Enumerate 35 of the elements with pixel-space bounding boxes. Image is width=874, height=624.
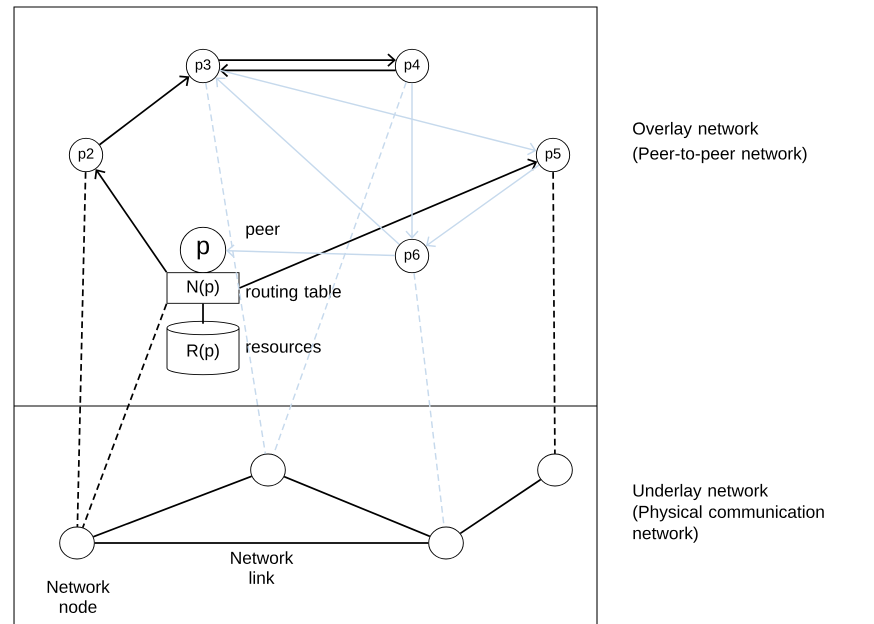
network-node-circle xyxy=(428,526,464,560)
arrow xyxy=(219,70,536,156)
edge-label: Network link xyxy=(220,550,303,586)
node-caption: peer xyxy=(246,226,280,238)
arrow xyxy=(216,78,400,246)
node-caption: resources xyxy=(246,343,321,353)
link-line xyxy=(94,542,428,544)
dashed-line xyxy=(272,82,407,455)
side-label: (Physical communication network) xyxy=(633,505,824,543)
node-caption: routing table xyxy=(246,284,341,302)
arrow xyxy=(226,244,395,258)
network-node-circle xyxy=(537,454,573,486)
database-cylinder: R(p) xyxy=(166,320,240,376)
side-label: Overlay network xyxy=(633,122,758,138)
link-line xyxy=(202,304,204,324)
link-line xyxy=(460,478,542,534)
network-node-circle xyxy=(250,454,286,486)
link-line xyxy=(284,476,430,538)
arrow xyxy=(239,158,538,289)
side-label: Underlay network xyxy=(634,484,768,500)
node-caption: Network node xyxy=(48,580,110,613)
arrow xyxy=(426,164,540,248)
routing-table-box: N(p) xyxy=(166,272,240,304)
dashed-line xyxy=(552,172,556,454)
link-line xyxy=(93,475,252,538)
dashed-line xyxy=(82,304,168,528)
dashed-line xyxy=(76,172,86,527)
side-label: (Peer-to-peer network) xyxy=(633,146,806,164)
arrow xyxy=(99,76,190,146)
arrow xyxy=(220,64,396,78)
arrow xyxy=(405,83,419,239)
arrow xyxy=(94,169,168,273)
network-node-circle xyxy=(59,526,95,560)
arrow xyxy=(219,54,396,67)
dashed-line xyxy=(205,82,266,454)
